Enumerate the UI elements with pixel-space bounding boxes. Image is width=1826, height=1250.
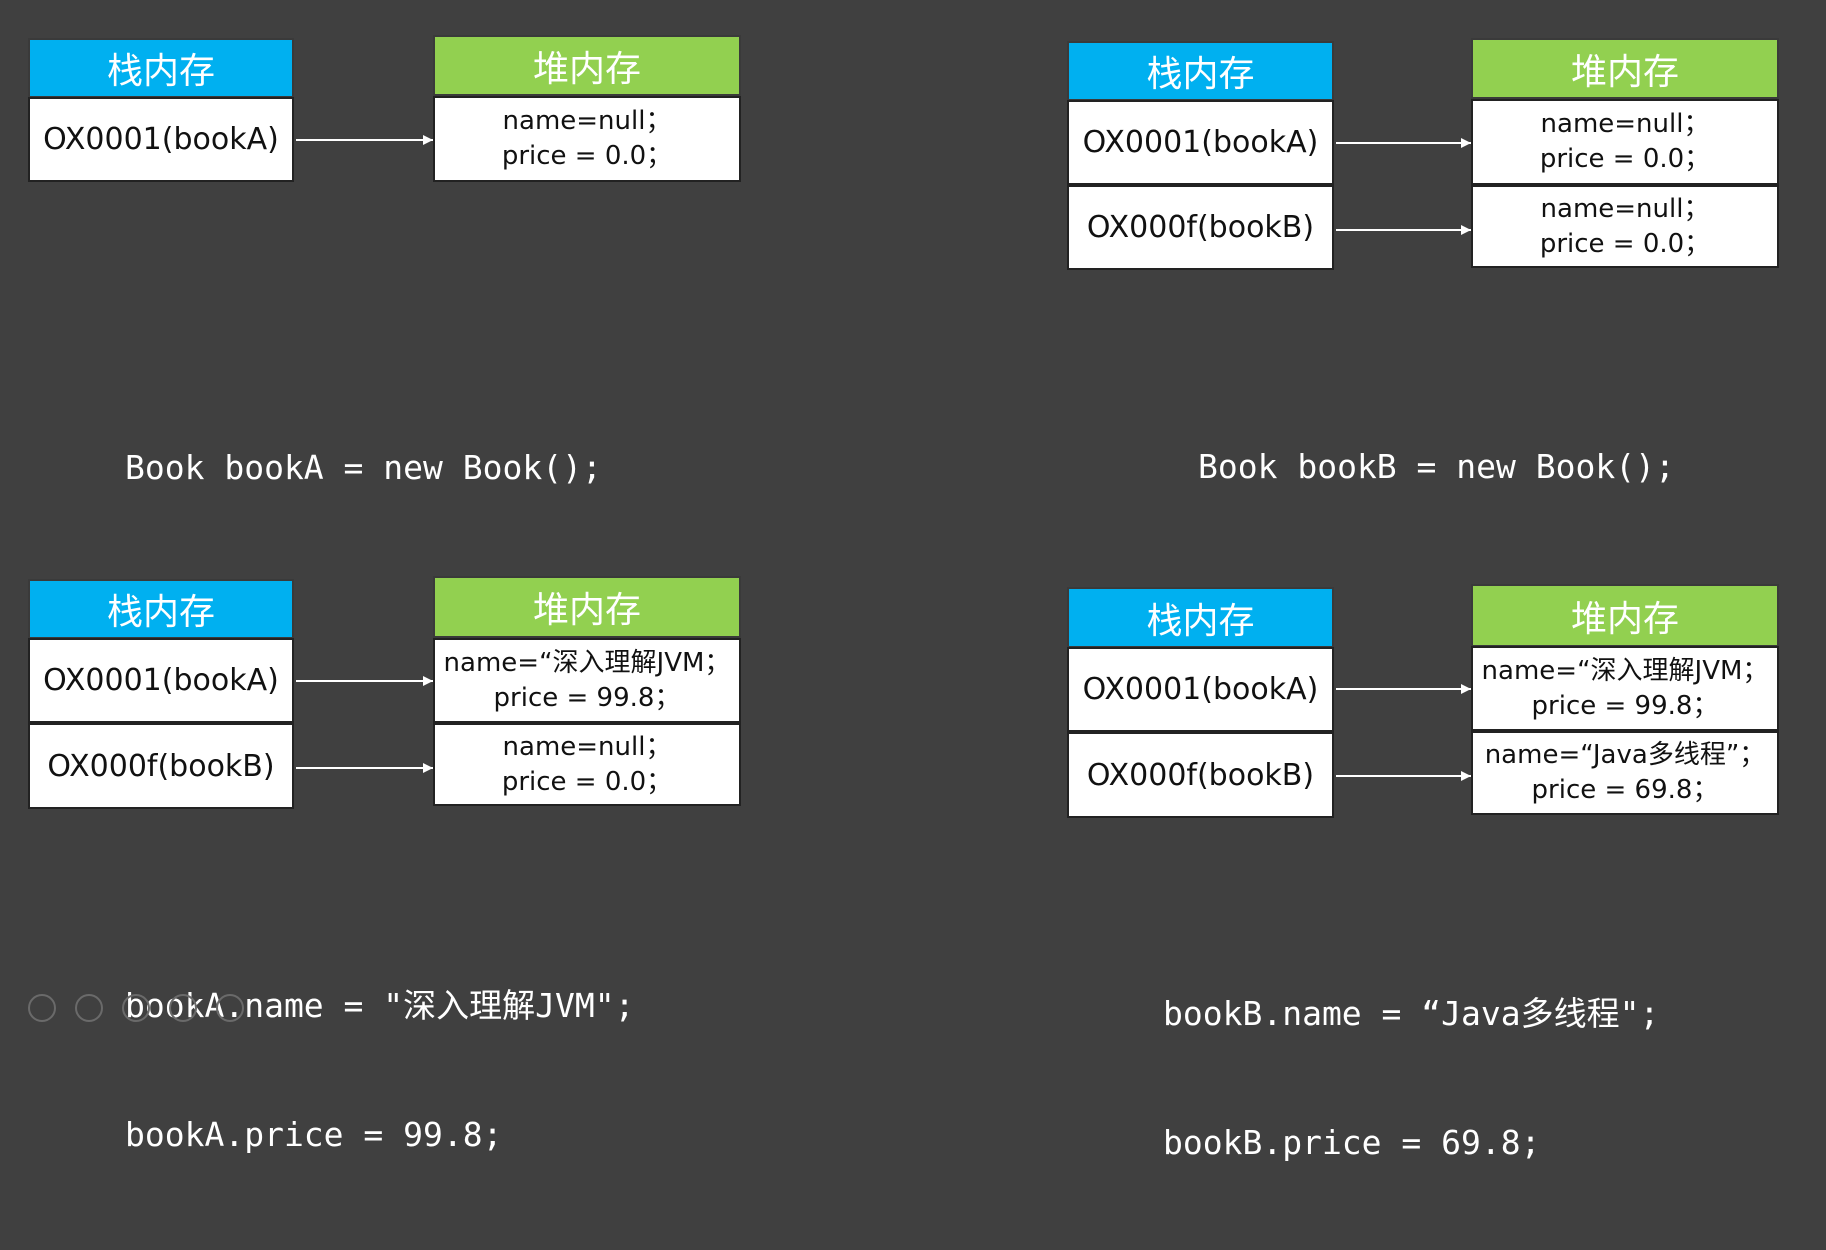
heap-memory-header: 堆内存 xyxy=(1471,38,1779,99)
stack-ref-cell: OX000f(bookB) xyxy=(1067,732,1334,818)
stack-memory-header: 栈内存 xyxy=(1067,587,1334,648)
slide-nav-dot[interactable] xyxy=(28,994,56,1022)
heap-object-cell: name=null； price = 0.0； xyxy=(433,96,741,182)
heap-memory-header: 堆内存 xyxy=(1471,584,1779,647)
stack-memory-header: 栈内存 xyxy=(28,579,294,639)
heap-price-field: price = 69.8； xyxy=(1531,775,1719,805)
stack-ref-cell: OX000f(bookB) xyxy=(28,723,294,809)
heap-price-field: price = 99.8； xyxy=(1531,690,1719,721)
code-line: bookB.price = 69.8; xyxy=(1163,1123,1541,1162)
heap-price-field: price = 0.0； xyxy=(1539,228,1711,259)
heap-price-field: price = 99.8； xyxy=(493,682,681,713)
stack-ref-cell: OX0001(bookA) xyxy=(1067,647,1334,732)
heap-name-field: name=“深入理解JVM； xyxy=(1481,655,1769,686)
stack-ref-cell: OX0001(bookA) xyxy=(28,97,294,182)
heap-memory-header: 堆内存 xyxy=(433,576,741,638)
heap-name-field: name=“Java多线程”； xyxy=(1484,740,1766,770)
heap-name-field: name=null； xyxy=(502,106,672,136)
code-snippet: Book bookA = new Book(); xyxy=(125,360,602,575)
code-line: bookB.name = “Java多线程"; xyxy=(1163,994,1660,1033)
slide-nav-dot[interactable] xyxy=(216,994,244,1022)
heap-name-field: name=null； xyxy=(502,731,672,762)
code-line: bookA.name = "深入理解JVM"; xyxy=(125,986,635,1025)
code-line: Book bookB = new Book(); xyxy=(1198,447,1675,486)
heap-object-cell: name=null； price = 0.0； xyxy=(433,723,741,806)
stack-ref-cell: OX0001(bookA) xyxy=(28,638,294,723)
code-snippet: bookB.name = “Java多线程"; bookB.price = 69… xyxy=(1163,906,1659,1250)
heap-object-cell: name=null； price = 0.0； xyxy=(1471,99,1779,185)
heap-price-field: price = 0.0； xyxy=(1539,144,1711,174)
heap-object-cell: name=null； price = 0.0； xyxy=(1471,185,1779,268)
heap-object-cell: name=“Java多线程”； price = 69.8； xyxy=(1471,731,1779,815)
heap-name-field: name=null； xyxy=(1540,109,1710,139)
heap-object-cell: name=“深入理解JVM； price = 99.8； xyxy=(1471,646,1779,731)
heap-name-field: name=null； xyxy=(1540,193,1710,224)
code-line: bookA.price = 99.8; xyxy=(125,1115,503,1154)
stack-memory-header: 栈内存 xyxy=(1067,41,1334,101)
slide-nav-dot[interactable] xyxy=(169,994,197,1022)
code-snippet: Book bookB = new Book(); xyxy=(1198,359,1675,574)
heap-memory-header: 堆内存 xyxy=(433,35,741,96)
slide-nav-dot[interactable] xyxy=(75,994,103,1022)
stack-ref-cell: OX0001(bookA) xyxy=(1067,100,1334,185)
code-line: Book bookA = new Book(); xyxy=(125,448,602,487)
heap-price-field: price = 0.0； xyxy=(501,141,673,171)
heap-object-cell: name=“深入理解JVM； price = 99.8； xyxy=(433,638,741,723)
stack-memory-header: 栈内存 xyxy=(28,38,294,98)
code-snippet: bookA.name = "深入理解JVM"; bookA.price = 99… xyxy=(125,898,635,1242)
slide-nav-dot[interactable] xyxy=(122,994,150,1022)
heap-price-field: price = 0.0； xyxy=(501,766,673,797)
stack-ref-cell: OX000f(bookB) xyxy=(1067,185,1334,270)
heap-name-field: name=“深入理解JVM； xyxy=(443,647,731,678)
